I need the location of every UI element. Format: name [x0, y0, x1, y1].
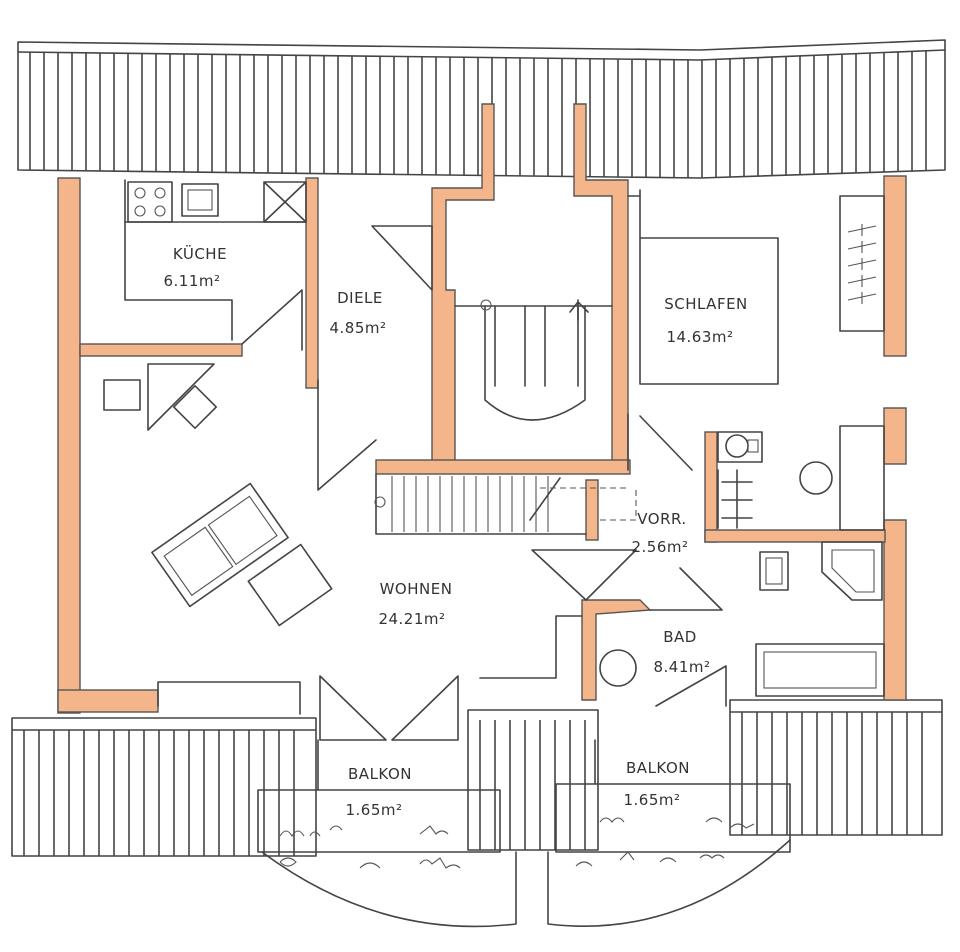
room-area-wohnen: 24.21m² — [378, 610, 445, 628]
room-area-balkon-right: 1.65m² — [623, 791, 680, 809]
table-icon — [103, 379, 141, 411]
room-area-bad: 8.41m² — [653, 658, 710, 676]
room-name-kueche: KÜCHE — [173, 244, 227, 263]
room-name-bad: BAD — [663, 628, 697, 646]
room-area-diele: 4.85m² — [329, 319, 386, 337]
room-area-vorr: 2.56m² — [631, 538, 688, 556]
washing-machine-icon — [725, 434, 749, 458]
room-labels: KÜCHE 6.11m² DIELE 4.85m² SCHLAFEN 14.63… — [163, 244, 747, 819]
interior-lines — [103, 179, 885, 928]
stove-icon — [127, 181, 173, 223]
shower-icon — [821, 541, 883, 601]
roof-bottom-left — [11, 717, 317, 857]
toilet-icon — [799, 461, 833, 495]
sink-icon — [181, 183, 219, 217]
room-name-vorr: VORR. — [637, 510, 686, 528]
plant-icon — [279, 817, 755, 869]
room-area-kueche: 6.11m² — [163, 272, 220, 290]
room-name-wohnen: WOHNEN — [380, 580, 453, 598]
hanger-icon — [847, 275, 877, 287]
room-name-balkon-left: BALKON — [348, 765, 412, 783]
room-area-schlafen: 14.63m² — [666, 328, 733, 346]
room-name-diele: DIELE — [337, 289, 383, 307]
walls — [57, 103, 907, 714]
wardrobe-icon — [839, 195, 885, 332]
hanger-icon — [847, 224, 877, 236]
roof-bottom-right — [729, 699, 943, 836]
hanger-icon — [847, 292, 877, 304]
roof-bottom-middle — [467, 709, 599, 851]
hanger-icon — [847, 241, 877, 253]
roof-top — [17, 39, 946, 179]
hanger-icon — [847, 258, 877, 270]
room-area-balkon-left: 1.65m² — [345, 801, 402, 819]
room-name-schlafen: SCHLAFEN — [664, 295, 748, 313]
bathtub-icon — [755, 643, 885, 697]
stair-arrow-icon — [569, 299, 589, 321]
sofa-icon — [151, 482, 289, 608]
room-name-balkon-right: BALKON — [626, 759, 690, 777]
